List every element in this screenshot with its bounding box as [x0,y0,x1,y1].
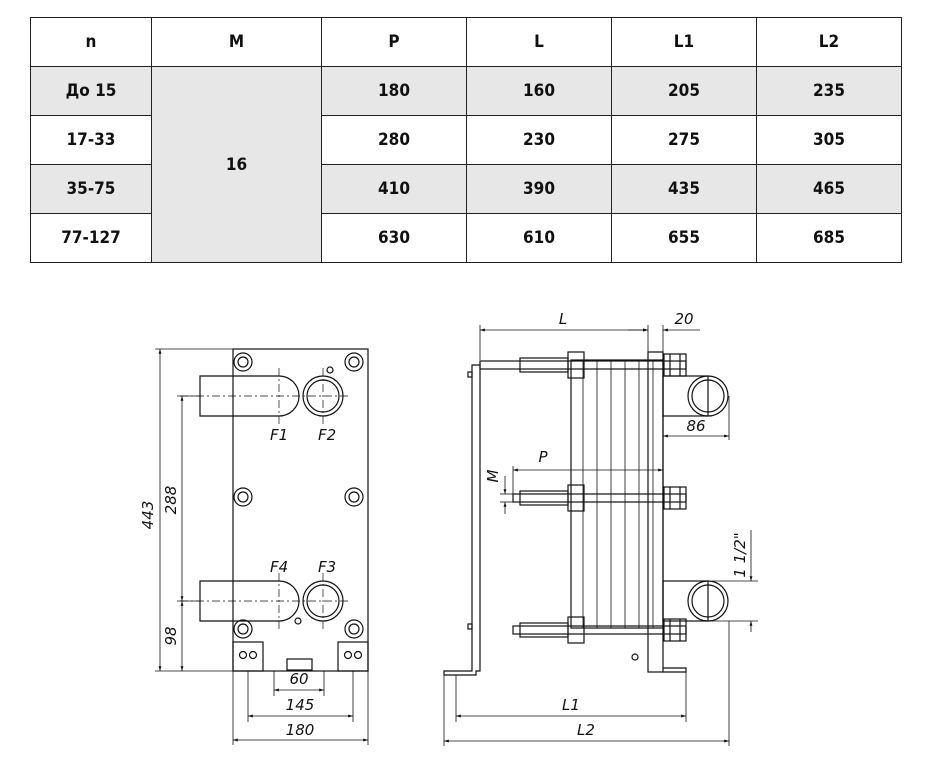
dim-288: 288 [162,486,180,515]
nozzle-lower [662,580,729,622]
pipe-f4 [199,580,300,622]
cell-l1: 435 [611,164,757,214]
cell-n: 77-127 [30,213,152,263]
tie-rod [512,484,687,512]
dim-443: 443 [139,501,157,530]
dim-l: L [559,310,567,328]
cell-l: 230 [466,115,612,165]
cell-l1: 205 [611,66,757,116]
cell-p: 410 [321,164,467,214]
small-hole [294,617,302,625]
dim-p: P [538,448,548,466]
cell-l1: 655 [611,213,757,263]
side-view-labels: L 20 86 P M 1 1/2" L1 L2 [484,310,749,739]
label-f3: F3 [318,558,336,576]
dim-m: M [484,469,502,482]
cell-p: 280 [321,115,467,165]
cell-l2: 235 [756,66,902,116]
header-l1: L1 [611,17,757,67]
dim-60: 60 [289,670,308,688]
cell-m: 16 [151,66,322,263]
small-hole [326,366,334,374]
label-f2: F2 [318,426,336,444]
pressure-plate [647,351,664,673]
cell-l: 160 [466,66,612,116]
label-f1: F1 [270,426,288,444]
tie-rod [512,616,687,644]
dimension-table: n M P L L1 L2 До 15 16 180 160 205 235 1… [30,17,902,263]
cell-p: 180 [321,66,467,116]
cell-l: 390 [466,164,612,214]
fixed-frame [443,364,481,676]
table-header-row: n M P L L1 L2 [30,17,902,67]
front-view-labels: 443 288 98 60 145 180 F1 F2 F4 F3 [139,426,336,739]
front-view [155,348,369,745]
dim-20: 20 [674,310,693,328]
dim-145: 145 [286,696,315,714]
table-row: 17-33 280 230 275 305 [30,115,902,165]
dim-l2: L2 [577,721,595,739]
header-n: n [30,17,152,67]
dim-l1: L1 [562,696,580,714]
side-view [443,325,758,746]
nozzle-upper [662,375,729,417]
cell-n: 17-33 [30,115,152,165]
cell-n: 35-75 [30,164,152,214]
table-row: 35-75 410 390 435 465 [30,164,902,214]
table-row: 77-127 630 610 655 685 [30,213,902,263]
cell-l2: 305 [756,115,902,165]
header-l2: L2 [756,17,902,67]
dim-thread: 1 1/2" [731,532,749,577]
cell-n: До 15 [30,66,152,116]
dim-180: 180 [286,721,315,739]
tie-rod [479,351,687,379]
cell-l1: 275 [611,115,757,165]
table-row: До 15 16 180 160 205 235 [30,66,902,263]
front-plate [232,348,369,672]
label-f4: F4 [270,558,288,576]
bolt-icon [233,352,364,639]
cell-l2: 685 [756,213,902,263]
cell-p: 630 [321,213,467,263]
pipe-f1 [199,375,300,417]
dim-86: 86 [686,417,705,435]
foot-right [337,641,369,672]
foot-left [232,641,264,672]
dim-98: 98 [162,626,180,645]
